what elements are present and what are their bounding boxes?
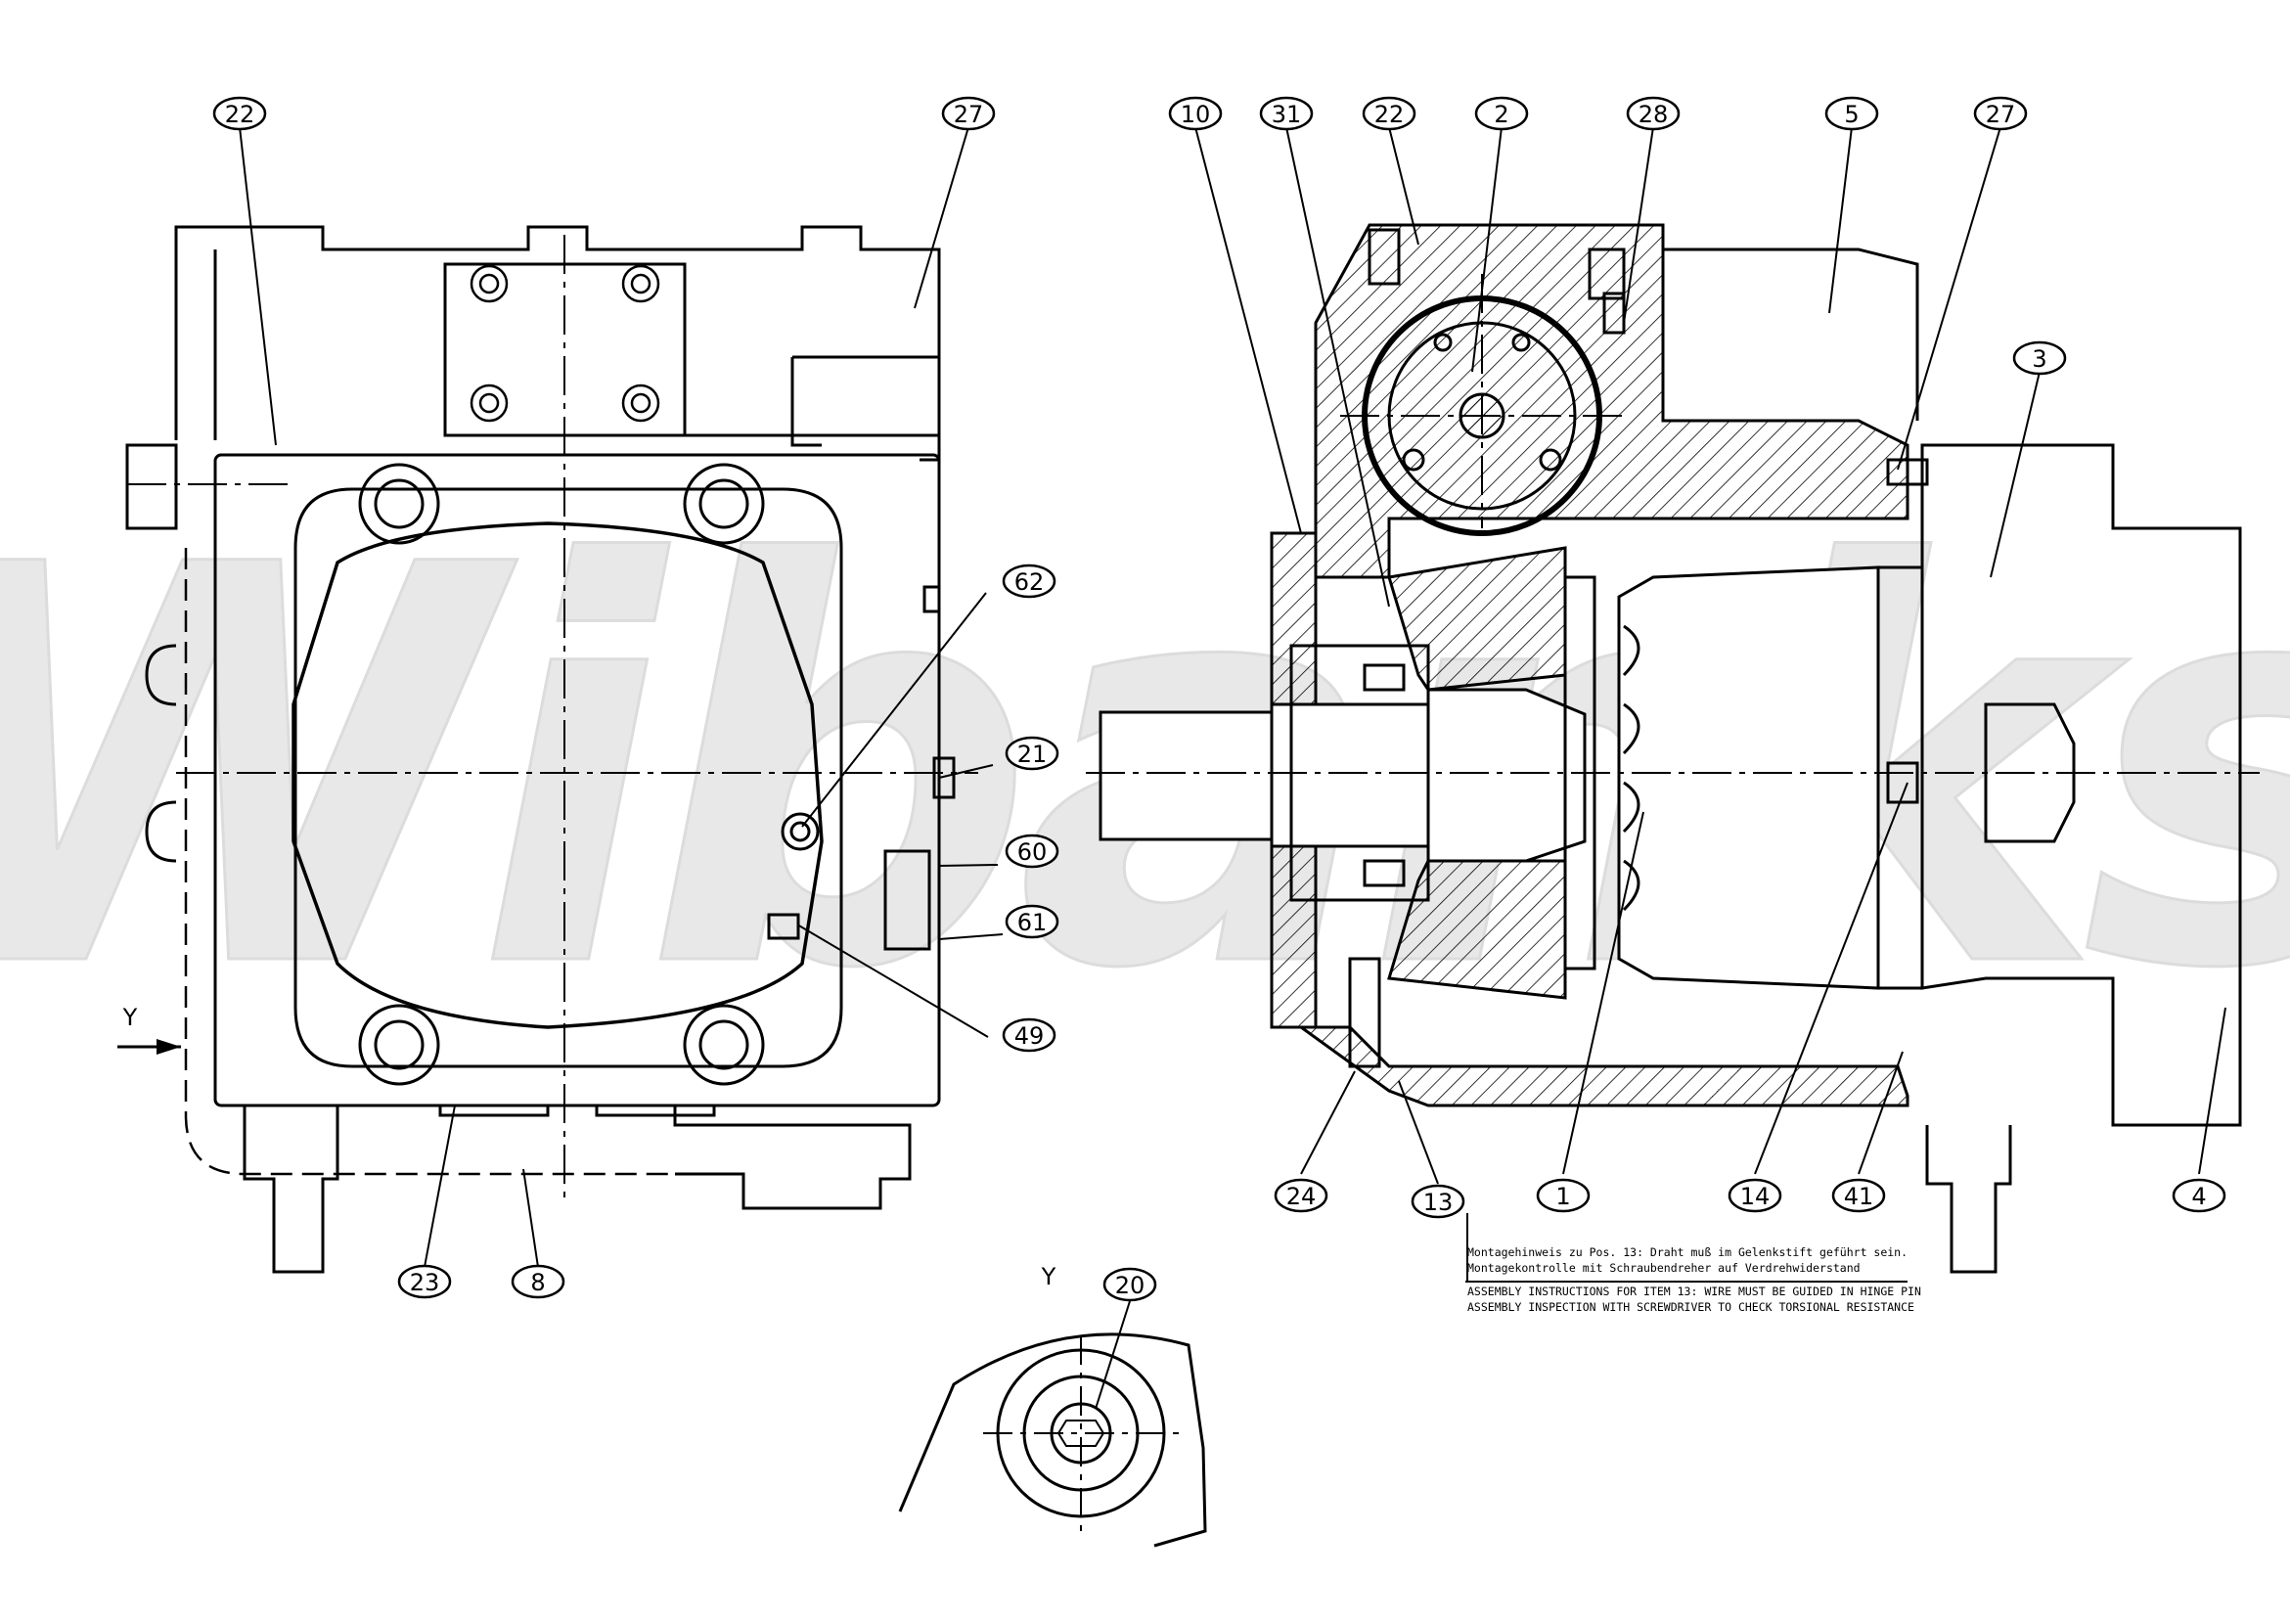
callout-61: 61: [1005, 904, 1059, 939]
callout-8: 8: [511, 1264, 565, 1299]
svg-text:27: 27: [954, 101, 984, 128]
callout-60: 60: [1005, 834, 1059, 869]
callout-27-right: 27: [1973, 96, 2028, 131]
svg-text:24: 24: [1286, 1183, 1317, 1210]
svg-text:2: 2: [1494, 101, 1508, 128]
leader-lines: [239, 126, 2226, 1410]
svg-text:28: 28: [1639, 101, 1669, 128]
svg-text:62: 62: [1014, 568, 1045, 596]
callout-41: 41: [1831, 1178, 1886, 1213]
view-label-y: Y: [122, 1004, 138, 1031]
svg-text:14: 14: [1740, 1183, 1771, 1210]
detail-label-y: Y: [1041, 1263, 1056, 1290]
callout-21: 21: [1005, 736, 1059, 771]
note-de-line2: Montagekontrolle mit Schraubendreher auf…: [1467, 1261, 1861, 1275]
svg-text:27: 27: [1986, 101, 2016, 128]
svg-text:49: 49: [1014, 1022, 1045, 1050]
callout-2: 2: [1474, 96, 1529, 131]
section-view-centerlines: [1086, 274, 2260, 774]
svg-text:31: 31: [1272, 101, 1302, 128]
svg-text:23: 23: [410, 1269, 440, 1296]
svg-text:22: 22: [1374, 101, 1405, 128]
callout-31: 31: [1259, 96, 1314, 131]
callout-14: 14: [1728, 1178, 1782, 1213]
svg-text:10: 10: [1181, 101, 1211, 128]
svg-text:41: 41: [1844, 1183, 1874, 1210]
svg-text:60: 60: [1017, 838, 1048, 866]
svg-text:1: 1: [1555, 1183, 1570, 1210]
svg-text:13: 13: [1423, 1189, 1454, 1216]
section-view: [1099, 223, 2242, 1274]
callout-22-right: 22: [1362, 96, 1416, 131]
callout-24: 24: [1274, 1178, 1328, 1213]
callout-20: 20: [1102, 1267, 1157, 1302]
detail-view-centerlines: [983, 1335, 1179, 1531]
svg-text:3: 3: [2032, 345, 2046, 373]
callout-13: 13: [1411, 1184, 1465, 1219]
callout-49: 49: [1002, 1017, 1056, 1053]
svg-text:5: 5: [1844, 101, 1859, 128]
callout-1: 1: [1536, 1178, 1591, 1213]
note-de-line1: Montagehinweis zu Pos. 13: Draht muß im …: [1467, 1245, 1908, 1259]
callout-28: 28: [1626, 96, 1681, 131]
assembly-notes: Montagehinweis zu Pos. 13: Draht muß im …: [1465, 1245, 1921, 1314]
svg-text:4: 4: [2191, 1183, 2206, 1210]
svg-text:8: 8: [530, 1269, 545, 1296]
callout-3: 3: [2012, 340, 2067, 376]
callout-62: 62: [1002, 564, 1056, 599]
callout-4: 4: [2172, 1178, 2226, 1213]
callout-5: 5: [1824, 96, 1879, 131]
svg-text:21: 21: [1017, 741, 1048, 768]
svg-text:20: 20: [1115, 1272, 1145, 1299]
callout-22-left: 22: [212, 96, 267, 131]
note-en-line1: ASSEMBLY INSTRUCTIONS FOR ITEM 13: WIRE …: [1467, 1285, 1921, 1298]
callout-27-left: 27: [941, 96, 996, 131]
detail-view-y: [898, 1332, 1207, 1548]
note-en-line2: ASSEMBLY INSPECTION WITH SCREWDRIVER TO …: [1467, 1300, 1914, 1314]
callout-10: 10: [1168, 96, 1223, 131]
svg-text:61: 61: [1017, 909, 1048, 936]
callout-23: 23: [397, 1264, 452, 1299]
view-arrow-y: Y: [117, 1004, 181, 1055]
svg-text:22: 22: [225, 101, 255, 128]
callouts: 22 27 62 21 60 61 49 23 8 10 31 22 2 28 …: [212, 96, 2226, 1302]
